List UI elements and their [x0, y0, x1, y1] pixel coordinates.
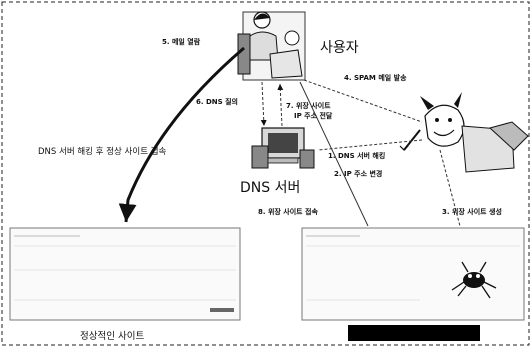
step-2-label: 2. IP 주소 변경: [334, 169, 382, 178]
dns-server-label: DNS 서버: [240, 180, 300, 196]
legit-site-screenshot: [9, 227, 241, 321]
hacker-devil-icon: [399, 92, 529, 173]
step-7b-label: IP 주소 전달: [294, 111, 333, 120]
step-7a-label: 7. 위장 사이트: [286, 101, 331, 110]
fake-site-screenshot: [301, 227, 525, 321]
arrow-fake-connection: [299, 81, 369, 227]
arrow-ip-response: [277, 83, 284, 127]
bug-creature-icon: [451, 261, 497, 299]
arrow-spam-mail: [303, 79, 423, 123]
user-at-computer-icon: [237, 11, 306, 81]
step-5-label: 5. 메일 열람: [162, 37, 201, 46]
legit-site-label: 정상적인 사이트: [80, 330, 144, 342]
arrow-dns-hack: [317, 139, 423, 151]
user-label: 사용자: [320, 40, 359, 56]
arrow-dns-query: [260, 81, 267, 127]
arrow-legit-connection: [118, 46, 245, 223]
step-1-label: 1. DNS 서버 해킹: [328, 151, 385, 160]
step-4-label: 4. SPAM 메일 발송: [344, 73, 407, 82]
step-6-label: 6. DNS 질의: [196, 97, 238, 106]
arrow-fake-site-build: [439, 149, 461, 227]
dns-server-computer-icon: [251, 127, 315, 169]
side-note-label: DNS 서버 해킹 후 정상 사이트 접속: [38, 146, 167, 157]
redaction-bar: [348, 325, 480, 341]
step-8-label: 8. 위장 사이트 접속: [258, 207, 318, 216]
step-3-label: 3. 위장 사이트 생성: [442, 207, 502, 216]
